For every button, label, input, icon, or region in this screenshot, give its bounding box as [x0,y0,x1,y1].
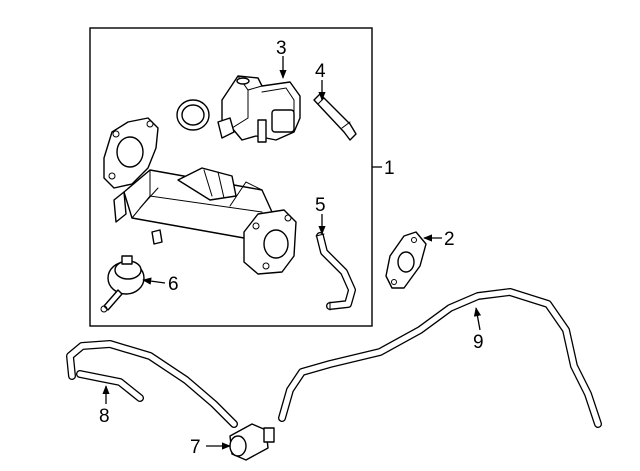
part-8-hose [66,340,238,428]
callout-9: 9 [473,332,484,353]
egr-valve [217,75,301,143]
part-5-hose [315,232,356,311]
part-6-actuator [100,255,145,313]
callout-2: 2 [444,229,455,250]
o-ring [176,99,210,131]
callout-4: 4 [315,61,326,82]
callout-6: 6 [168,274,179,295]
callout-8: 8 [99,406,110,427]
callout-1: 1 [384,158,395,179]
callout-3: 3 [276,38,287,59]
part-2-gasket [385,231,427,289]
part-7-connector [229,423,275,461]
egr-cooler [103,117,297,275]
callout-5: 5 [315,195,326,216]
assembly-box [89,27,373,327]
leader-lines [102,56,482,450]
callout-7: 7 [190,437,201,458]
part-9-hose [278,288,602,428]
part-4-hose [313,93,357,141]
